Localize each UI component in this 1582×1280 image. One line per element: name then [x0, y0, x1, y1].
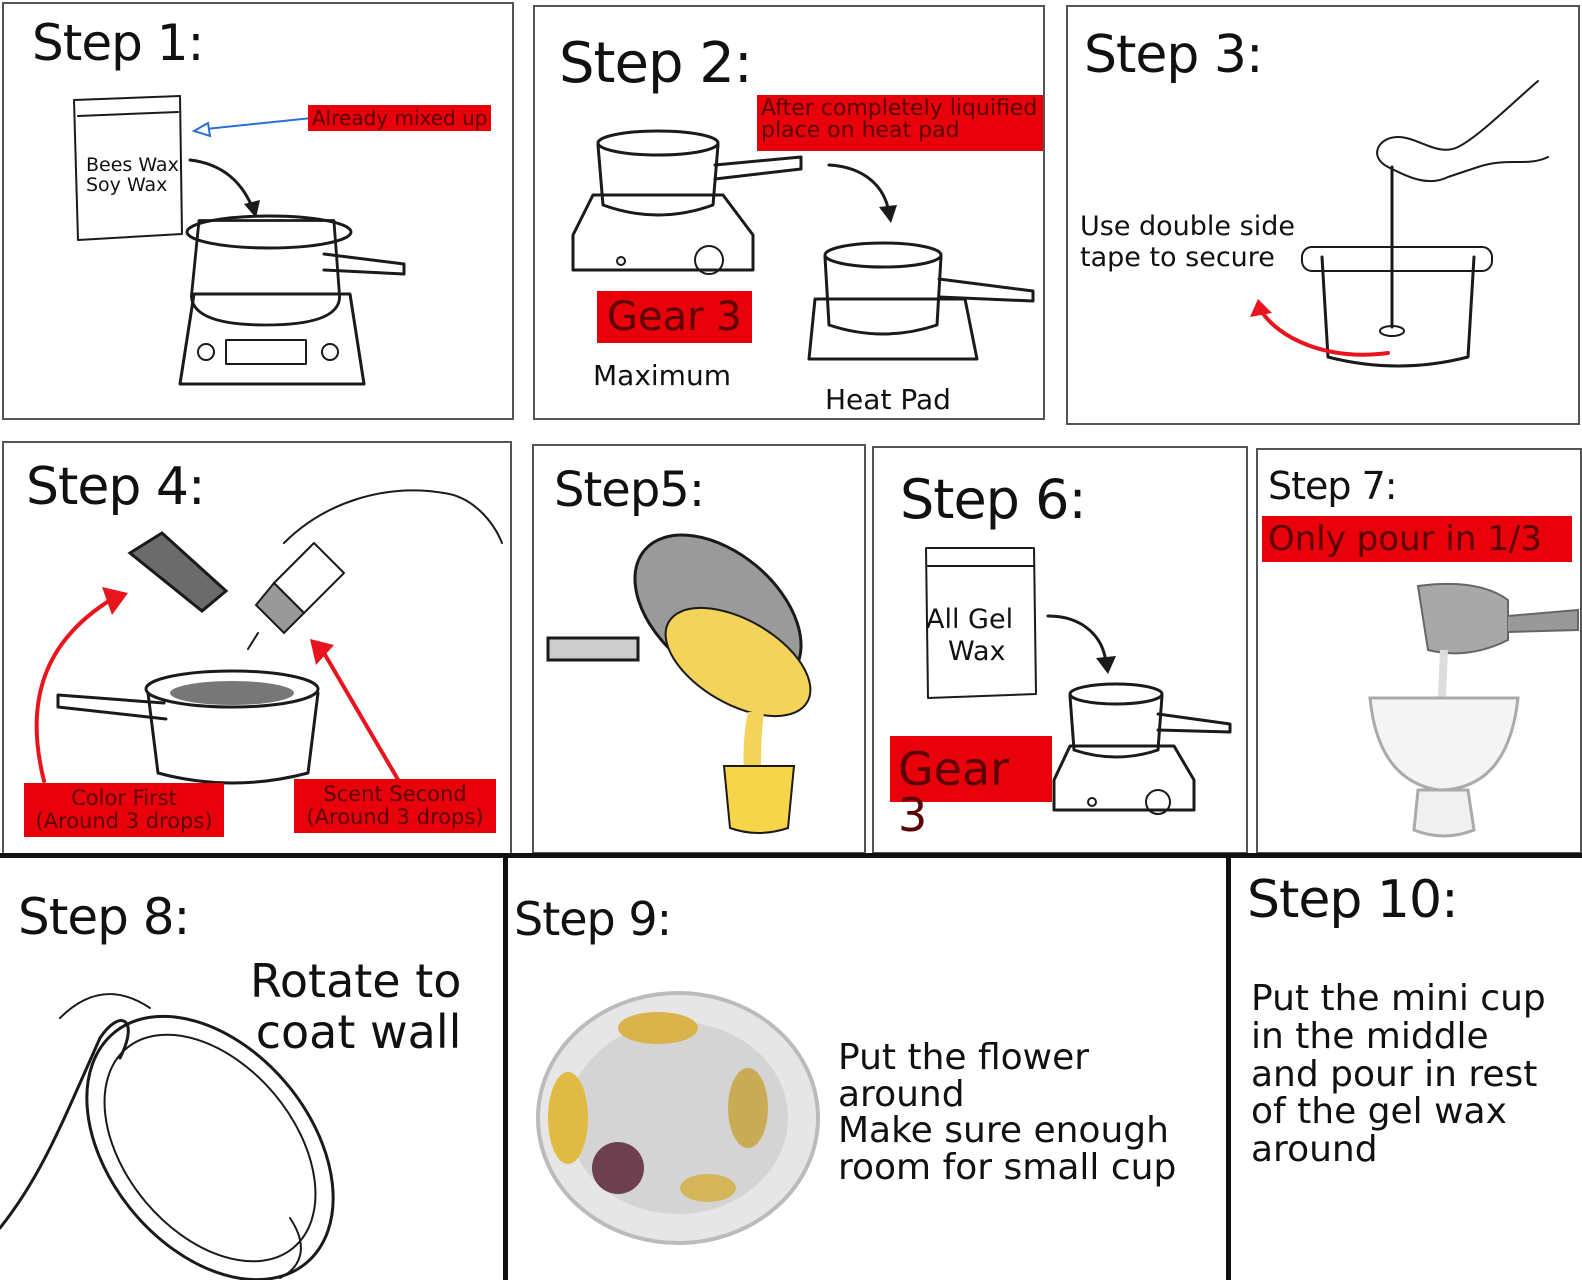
red-arrow-right-icon [304, 633, 414, 793]
scent-second-line-1: Scent Second [296, 783, 494, 806]
gear-maximum-label: Maximum [593, 359, 731, 392]
note-line-2: place on heat pad [761, 120, 1045, 142]
gear-3-badge: Gear 3 [890, 736, 1052, 802]
pot-on-scale-icon [174, 214, 414, 404]
red-curved-arrow-icon [1248, 299, 1398, 369]
pot-on-hot-plate-icon [1054, 680, 1248, 840]
step-4-panel: Step 4: Color First (Around 3 drops) Sce… [2, 441, 512, 855]
step-5-title: Step5: [554, 462, 704, 518]
step-8-panel: Step 8: Rotate to coat wall [0, 853, 508, 1280]
note-line-1: After completely liquified [761, 98, 1045, 120]
step-9-title: Step 9: [514, 892, 671, 946]
bag-label-all-gel: All Gel [926, 604, 1013, 635]
pot-on-hot-plate-icon [573, 125, 803, 285]
pot-on-heat-pad-icon [805, 235, 1045, 375]
step-3-instruction: Use double side tape to secure [1080, 211, 1295, 273]
heat-pad-label: Heat Pad [825, 383, 951, 416]
bag-label-bees-wax: Bees Wax [86, 154, 179, 176]
note-already-mixed: Already mixed up [308, 105, 491, 131]
note-only-pour: Only pour in 1/3 [1262, 516, 1572, 562]
step-6-title: Step 6: [900, 468, 1086, 531]
step-3-title: Step 3: [1084, 25, 1263, 85]
step-10-instruction: Put the mini cup in the middle and pour … [1251, 980, 1546, 1169]
bag-label-wax: Wax [948, 636, 1006, 667]
step-10-panel: Step 10: Put the mini cup in the middle … [1226, 853, 1582, 1280]
red-arrow-left-icon [24, 581, 134, 791]
color-first-line-1: Color First [26, 787, 222, 810]
step-1-title: Step 1: [32, 14, 203, 72]
step-2-panel: Step 2: After completely liquified place… [533, 5, 1045, 420]
gear-3-badge: Gear 3 [597, 291, 752, 343]
dye-packet-icon [122, 531, 232, 621]
color-first-line-2: (Around 3 drops) [26, 810, 222, 833]
step-6-panel: Step 6: All Gel Wax Gear 3 [872, 446, 1248, 854]
step-9-instruction: Put the flower around Make sure enough r… [838, 1040, 1226, 1187]
blue-arrow-icon [190, 114, 320, 144]
flower-bowl-photo [528, 968, 828, 1248]
step-4-title: Step 4: [26, 457, 205, 517]
arrow-icon [1044, 608, 1124, 678]
step-1-panel: Step 1: Bees Wax Soy Wax Already mixed u… [2, 2, 514, 420]
pouring-pot-icon [538, 542, 858, 842]
step-7-title: Step 7: [1268, 464, 1397, 508]
step-3-panel: Step 3: Use double side tape to secure [1066, 5, 1580, 425]
step-5-panel: Step5: [532, 444, 866, 854]
step-10-title: Step 10: [1247, 870, 1458, 930]
glass-cup-photo [1358, 580, 1582, 840]
hand-rotating-bowl-icon [0, 978, 340, 1278]
color-first-badge: Color First (Around 3 drops) [24, 783, 224, 837]
step-2-title: Step 2: [559, 31, 752, 96]
step-7-panel: Step 7: Only pour in 1/3 [1256, 448, 1582, 854]
scent-second-line-2: (Around 3 drops) [296, 806, 494, 829]
step-8-title: Step 8: [18, 888, 189, 946]
arrow-icon [825, 157, 905, 227]
scent-second-badge: Scent Second (Around 3 drops) [294, 779, 496, 833]
bag-label-soy-wax: Soy Wax [86, 174, 167, 196]
step-9-panel: Step 9: Put the flower around Make sure … [503, 853, 1231, 1280]
